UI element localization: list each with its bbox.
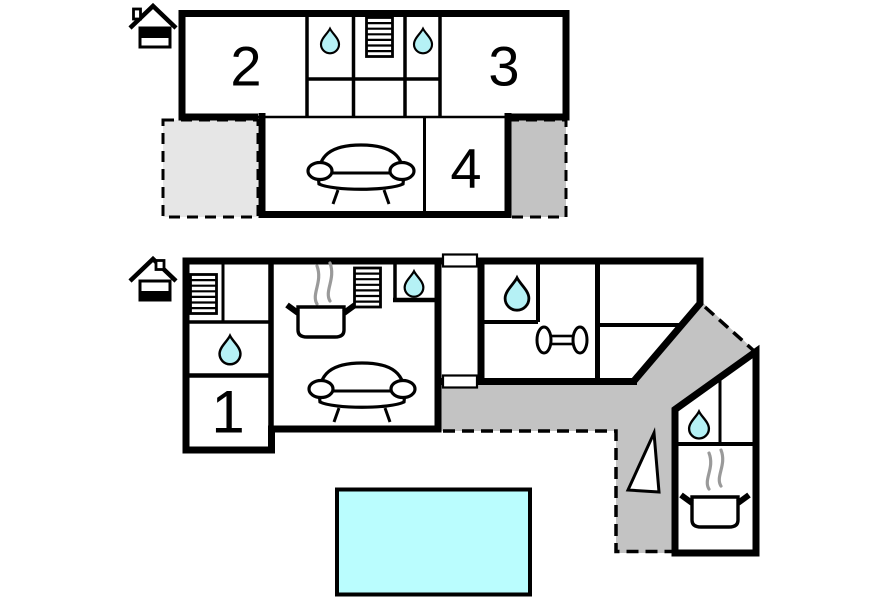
- slope-triangle-icon: [625, 427, 661, 494]
- dumbbell-icon: [535, 325, 589, 355]
- room-4-label: 4: [450, 137, 481, 200]
- entrance-icon: [128, 255, 178, 302]
- upper-outer-walls: [178, 10, 570, 121]
- door-opening-top: [441, 253, 479, 268]
- water-drop-icon: [503, 276, 531, 312]
- stairs-icon: [189, 273, 218, 315]
- upper-lower-block-walls: [258, 113, 512, 218]
- stove-pot-icon: [287, 305, 355, 337]
- water-drop-icon: [403, 270, 425, 298]
- room-3-label: 3: [488, 35, 519, 98]
- upper-partitions: [305, 13, 442, 117]
- terrace-dashed-edges: [443, 305, 755, 554]
- upper-terrace-light: [161, 118, 260, 219]
- upper-floor: 2 3 4: [128, 2, 570, 219]
- entrance-icon: [128, 2, 178, 49]
- room-2-label: 2: [230, 35, 261, 98]
- ground-floor: 1: [128, 253, 760, 557]
- upper-terrace-shaded: [506, 118, 568, 219]
- stairs-icon: [353, 266, 382, 309]
- sofa-icon: [307, 361, 417, 424]
- water-drop-icon: [218, 334, 242, 366]
- steam-icon: [313, 264, 321, 306]
- swimming-pool: [335, 487, 532, 597]
- steam-icon: [326, 261, 334, 303]
- room-1-label: 1: [211, 379, 244, 446]
- stove-pot-icon: [681, 495, 749, 527]
- ground-terrace: [440, 302, 754, 553]
- ground-partitions: [186, 261, 679, 380]
- stairs-icon: [365, 16, 394, 58]
- door-opening-terrace: [441, 374, 479, 389]
- ground-outer-walls: [182, 257, 704, 454]
